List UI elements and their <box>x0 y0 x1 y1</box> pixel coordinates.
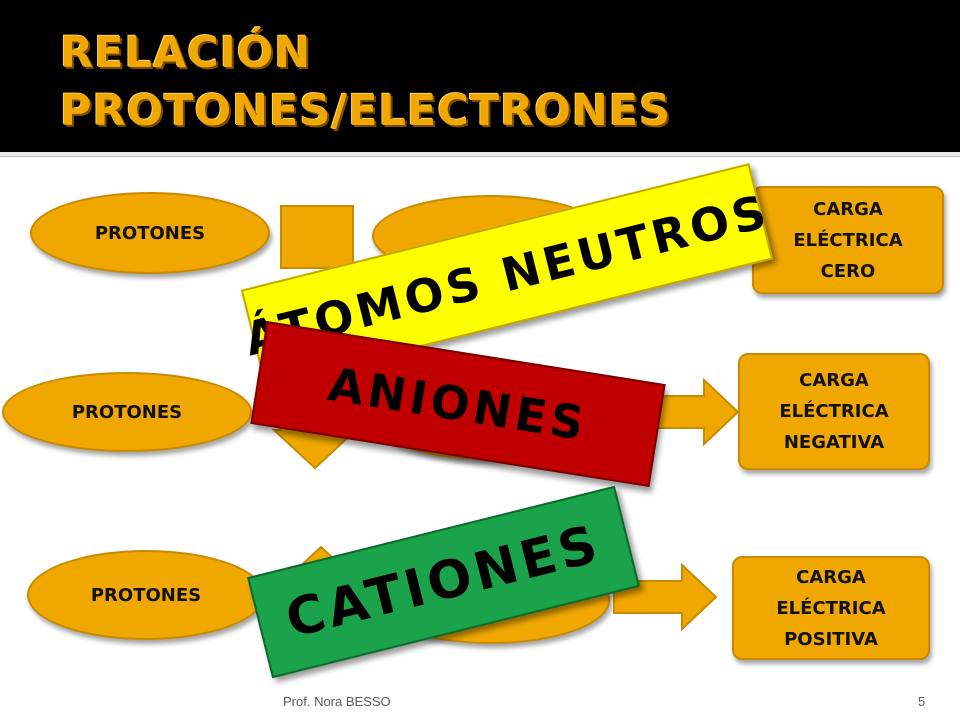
arrow-1-left-icon <box>280 205 354 269</box>
result-line: ELÉCTRICA <box>776 597 886 619</box>
title-divider <box>0 152 960 157</box>
result-line: CARGA <box>799 370 869 391</box>
result-box-positiva: CARGA ELÉCTRICA POSITIVA <box>732 556 930 660</box>
banner-cationes: CATIONES <box>247 485 640 679</box>
result-line: ELÉCTRICA <box>779 401 889 422</box>
protones-oval-3: PROTONES <box>27 550 265 640</box>
result-line: POSITIVA <box>784 628 878 650</box>
slide-title-line-2: PROTONES/ELECTRONES <box>60 86 672 136</box>
result-box-cero: CARGA ELÉCTRICA CERO <box>752 186 944 294</box>
result-line: CARGA <box>796 566 866 588</box>
page-number: 5 <box>918 694 926 709</box>
title-bar <box>0 0 960 152</box>
protones-oval-1: PROTONES <box>30 192 270 274</box>
footer-author: Prof. Nora BESSO <box>283 694 391 709</box>
result-line: CERO <box>820 260 876 282</box>
result-line: NEGATIVA <box>783 432 885 453</box>
result-line: ELÉCTRICA <box>793 229 903 251</box>
arrow-3-right-icon <box>613 562 718 632</box>
protones-oval-2: PROTONES <box>2 372 252 452</box>
slide-title-line-1: RELACIÓN <box>60 28 312 78</box>
result-line: CARGA <box>813 198 883 220</box>
result-box-negativa: CARGA ELÉCTRICA NEGATIVA <box>738 353 930 470</box>
